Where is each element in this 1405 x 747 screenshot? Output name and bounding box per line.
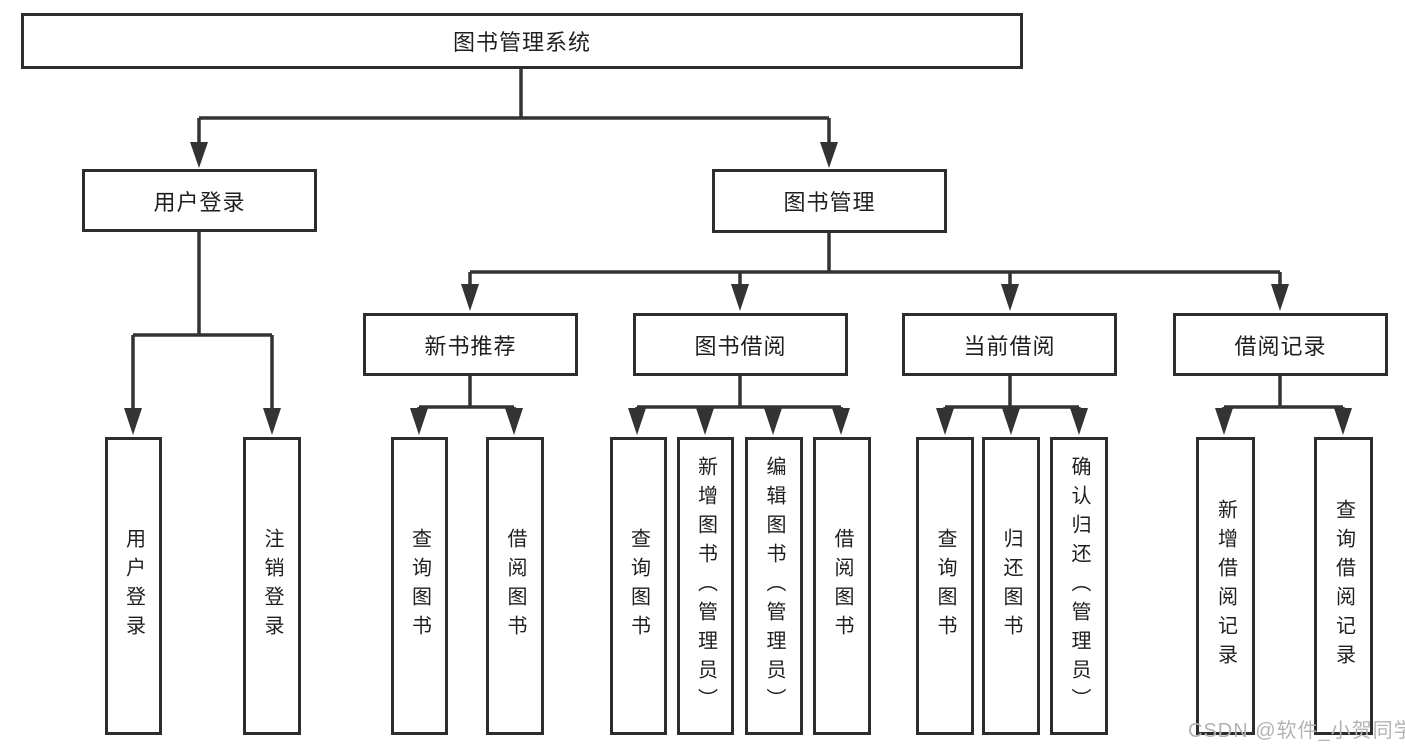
node-book-borrow-label: 图书借阅 <box>694 333 787 359</box>
leaf-newbook-borrow-label: 借阅图书 <box>504 528 526 644</box>
leaf-current-confirm-admin: 确认归还（管理员） <box>1050 437 1108 735</box>
node-new-book-recommend: 新书推荐 <box>363 313 578 376</box>
leaf-borrow-add-admin-label: 新增图书（管理员） <box>694 455 717 717</box>
node-book-management-label: 图书管理 <box>783 190 876 215</box>
leaf-current-query: 查询图书 <box>916 437 974 735</box>
node-borrow-record-label: 借阅记录 <box>1234 333 1327 359</box>
leaf-borrow-edit-admin-label: 编辑图书（管理员） <box>763 455 785 717</box>
node-root-label: 图书管理系统 <box>452 30 591 55</box>
node-current-borrow: 当前借阅 <box>902 313 1117 376</box>
leaf-record-query-label: 查询借阅记录 <box>1332 499 1355 673</box>
leaf-current-confirm-admin-label: 确认归还（管理员） <box>1068 455 1090 717</box>
node-root-system: 图书管理系统 <box>21 13 1023 69</box>
node-borrow-record: 借阅记录 <box>1173 313 1388 376</box>
leaf-borrow-query-label: 查询图书 <box>627 528 650 644</box>
leaf-borrow-query: 查询图书 <box>610 437 667 735</box>
csdn-watermark: CSDN @软件_小贺同学 <box>1188 720 1405 742</box>
node-user-login-module: 用户登录 <box>82 169 317 232</box>
leaf-record-add-label: 新增借阅记录 <box>1214 499 1237 673</box>
leaf-user-login: 用户登录 <box>105 437 162 735</box>
leaf-current-query-label: 查询图书 <box>934 528 956 644</box>
leaf-logout: 注销登录 <box>243 437 301 735</box>
leaf-current-return-label: 归还图书 <box>1000 528 1022 644</box>
leaf-borrow-add-admin: 新增图书（管理员） <box>677 437 734 735</box>
leaf-borrow-edit-admin: 编辑图书（管理员） <box>745 437 803 735</box>
leaf-borrow-book-label: 借阅图书 <box>831 528 853 644</box>
leaf-newbook-query-label: 查询图书 <box>408 528 431 644</box>
leaf-logout-label: 注销登录 <box>261 528 283 644</box>
leaf-user-login-label: 用户登录 <box>122 528 145 644</box>
leaf-borrow-book: 借阅图书 <box>813 437 871 735</box>
leaf-newbook-query: 查询图书 <box>391 437 448 735</box>
node-user-login-label: 用户登录 <box>153 189 246 215</box>
node-book-borrow: 图书借阅 <box>633 313 848 376</box>
leaf-record-add: 新增借阅记录 <box>1196 437 1255 735</box>
leaf-current-return: 归还图书 <box>982 437 1040 735</box>
leaf-newbook-borrow: 借阅图书 <box>486 437 544 735</box>
node-new-book-recommend-label: 新书推荐 <box>424 333 517 359</box>
node-current-borrow-label: 当前借阅 <box>963 333 1056 359</box>
leaf-record-query: 查询借阅记录 <box>1314 437 1373 735</box>
node-book-management-module: 图书管理 <box>712 169 947 233</box>
